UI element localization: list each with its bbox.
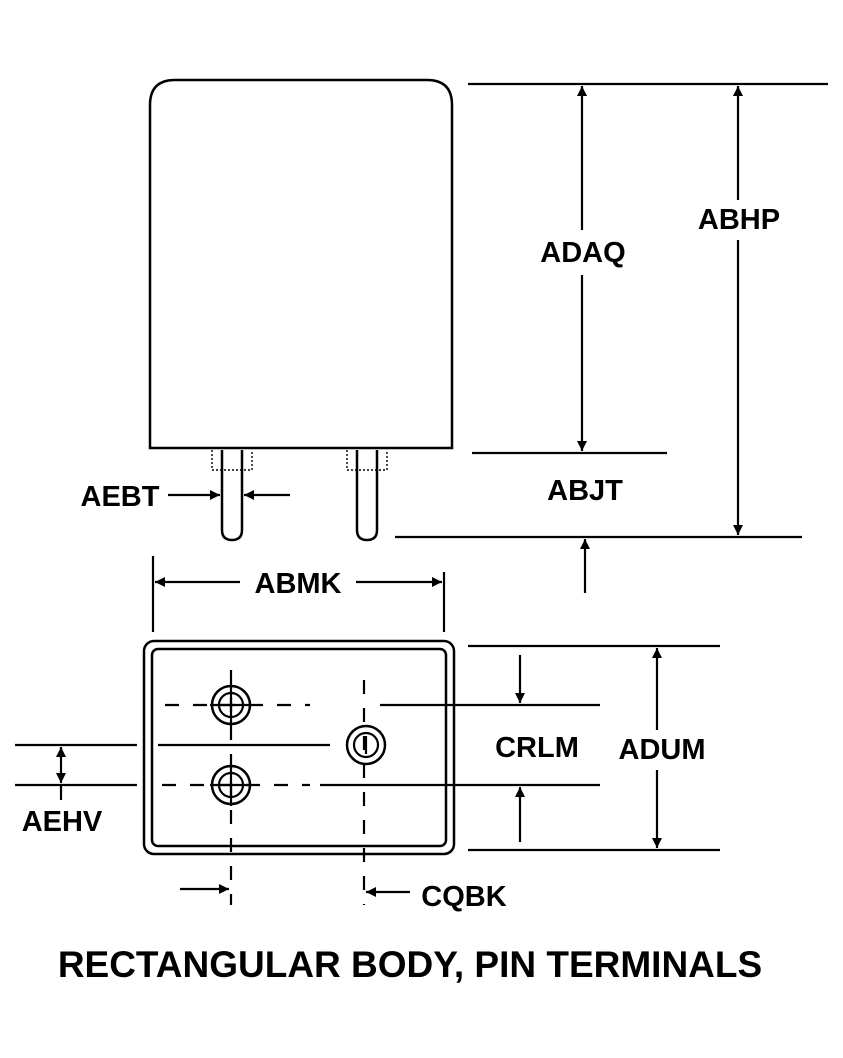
dimension-cqbk: [180, 884, 410, 897]
dimension-abmk: [151, 556, 446, 632]
terminal-upper-left: [210, 684, 252, 726]
terminal-lower-left: [210, 764, 252, 806]
pin-right: [346, 450, 388, 542]
dimension-label-crlm: CRLM: [495, 732, 579, 764]
dimension-label-adaq: ADAQ: [540, 237, 625, 269]
dimension-label-abhp: ABHP: [698, 204, 780, 236]
dimension-label-cqbk: CQBK: [421, 881, 506, 913]
drawing-caption: RECTANGULAR BODY, PIN TERMINALS: [58, 944, 762, 985]
component-body-bottom-inner: [150, 647, 448, 848]
terminal-center-right: [345, 724, 387, 766]
dimension-label-abmk: ABMK: [255, 568, 342, 600]
dimension-label-abjt: ABJT: [547, 475, 623, 507]
dimension-aehv: [15, 743, 137, 800]
dimension-label-aehv: AEHV: [22, 806, 103, 838]
component-body-side: [148, 78, 454, 450]
dimension-adum: [468, 644, 720, 852]
dimension-label-aebt: AEBT: [81, 481, 160, 513]
component-body-bottom-outer: [142, 639, 456, 856]
dimension-label-adum: ADUM: [619, 734, 706, 766]
pin-left: [211, 450, 253, 542]
